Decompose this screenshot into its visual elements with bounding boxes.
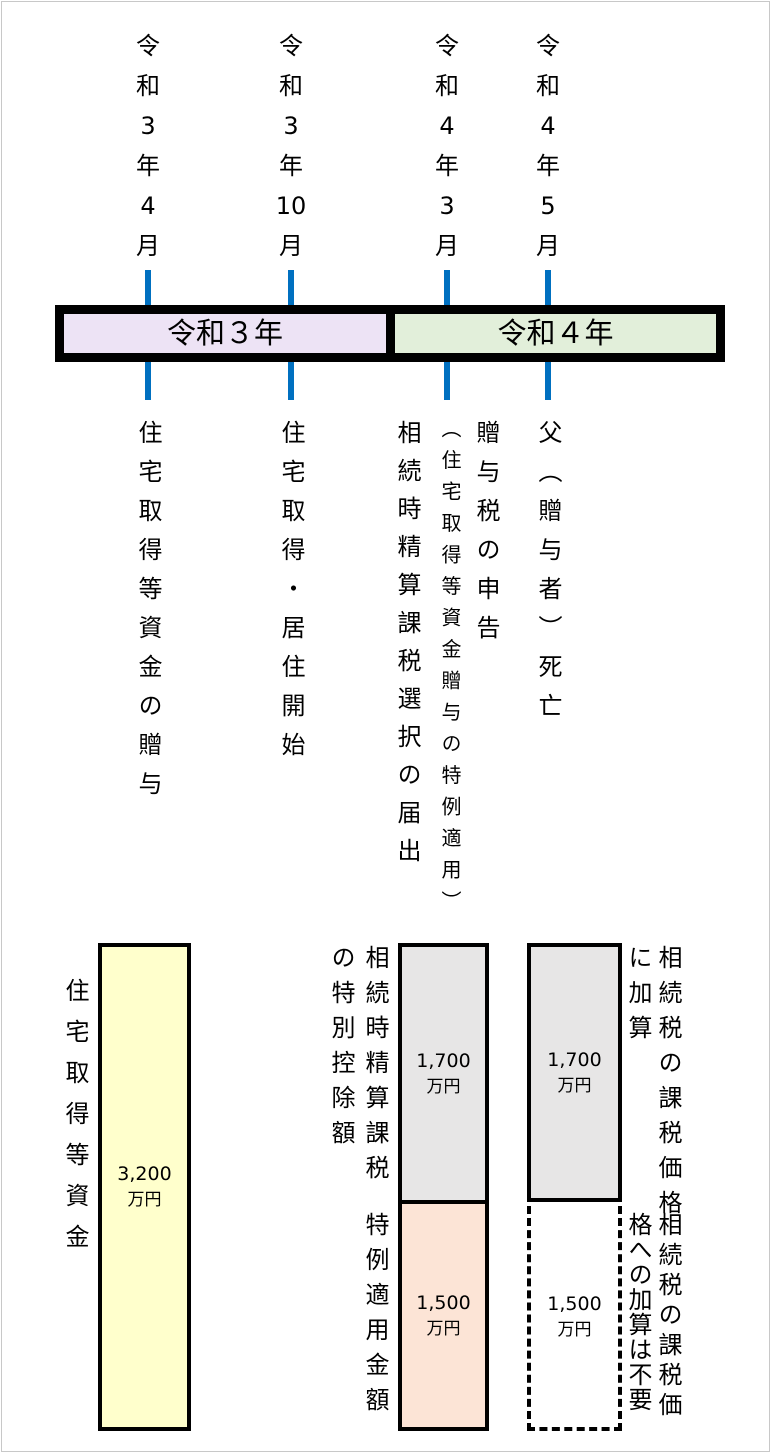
date-label-char: 月 — [136, 232, 160, 260]
date-label-char: 令 — [536, 32, 560, 60]
funds-unit: 万円 — [127, 1190, 162, 1210]
date-label-char: 月 — [279, 232, 303, 260]
date-label-char: 5 — [540, 192, 556, 220]
date-label-char: 年 — [536, 152, 560, 180]
tick-2022-05-bottom — [545, 362, 551, 400]
added-value: 1,700 — [547, 1048, 602, 1071]
event-move-in: 住宅取得・居住開始 — [277, 420, 305, 771]
tick-2022-03-bottom — [444, 362, 450, 400]
date-label-char: 月 — [536, 232, 560, 260]
timeline-bar: 令和３年 令和４年 — [55, 305, 725, 362]
funds-box: 3,200 万円 — [98, 943, 191, 1431]
year-reiwa-3: 令和３年 — [64, 314, 386, 353]
event-death: 父（贈与者）死亡 — [534, 420, 562, 732]
date-label-2022-03: 令和 4 年 3 月 — [427, 26, 467, 266]
not-added-unit: 万円 — [557, 1319, 592, 1340]
date-label-char: 4 — [140, 192, 156, 220]
date-label-char: 年 — [435, 152, 459, 180]
date-label-2021-04: 令和 3 年 4 月 — [128, 26, 168, 266]
deduction-value: 1,700 — [416, 1049, 471, 1072]
special-box: 1,500 万円 — [398, 1200, 489, 1431]
date-label-char: 4 — [540, 112, 556, 140]
date-label-2021-10: 令和 3 年 10 月 — [271, 26, 311, 266]
not-added-label-2: 格への加算は不要 — [624, 1212, 652, 1412]
special-label: 特例適用金額 — [361, 1212, 389, 1422]
date-label-char: 4 — [439, 112, 455, 140]
date-label-char: 令 — [279, 32, 303, 60]
special-value: 1,500 — [416, 1291, 471, 1314]
event-filing: 贈与税の申告 — [472, 420, 500, 654]
date-label-char: 和 — [536, 72, 560, 100]
tick-2022-05-top — [545, 270, 551, 305]
not-added-label-1: 相続税の課税価 — [654, 1212, 682, 1422]
date-label-char: 3 — [140, 112, 156, 140]
added-label-2: に加算 — [624, 945, 652, 1050]
date-label-char: 令 — [435, 32, 459, 60]
year-reiwa-4: 令和４年 — [395, 314, 716, 353]
date-label-char: 年 — [279, 152, 303, 180]
not-added-box: 1,500 万円 — [527, 1206, 622, 1431]
event-gift: 住宅取得等資金の贈与 — [134, 420, 162, 810]
tick-2021-10-top — [288, 270, 294, 305]
date-label-2022-05: 令和 4 年 5 月 — [528, 26, 568, 266]
special-unit: 万円 — [426, 1318, 461, 1339]
added-box: 1,700 万円 — [527, 943, 622, 1202]
deduction-label-2: の特別控除額 — [327, 945, 355, 1155]
tick-2021-04-top — [145, 270, 151, 305]
date-label-char: 令 — [136, 32, 160, 60]
event-election: 相続時精算課税選択の届出 — [393, 420, 421, 876]
tick-2021-10-bottom — [288, 362, 294, 400]
added-unit: 万円 — [557, 1075, 592, 1096]
date-label-char: 和 — [279, 72, 303, 100]
date-label-char: 月 — [435, 232, 459, 260]
date-label-char: 年 — [136, 152, 160, 180]
date-label-char: 和 — [136, 72, 160, 100]
date-label-char: 10 — [275, 192, 307, 220]
tick-2021-04-bottom — [145, 362, 151, 400]
funds-value: 3,200 — [117, 1163, 172, 1185]
date-label-char: 和 — [435, 72, 459, 100]
funds-label: 住宅取得等資金 — [61, 978, 89, 1265]
date-label-char: 3 — [283, 112, 299, 140]
tick-2022-03-top — [444, 270, 450, 305]
deduction-unit: 万円 — [426, 1076, 461, 1097]
event-special-rule: （住宅取得等資金贈与の特例適用） — [438, 418, 462, 922]
date-label-char: 3 — [439, 192, 455, 220]
added-label-1: 相続税の課税価格 — [654, 945, 682, 1225]
not-added-value: 1,500 — [547, 1292, 602, 1315]
deduction-box: 1,700 万円 — [398, 943, 489, 1204]
deduction-label-1: 相続時精算課税 — [361, 945, 389, 1190]
